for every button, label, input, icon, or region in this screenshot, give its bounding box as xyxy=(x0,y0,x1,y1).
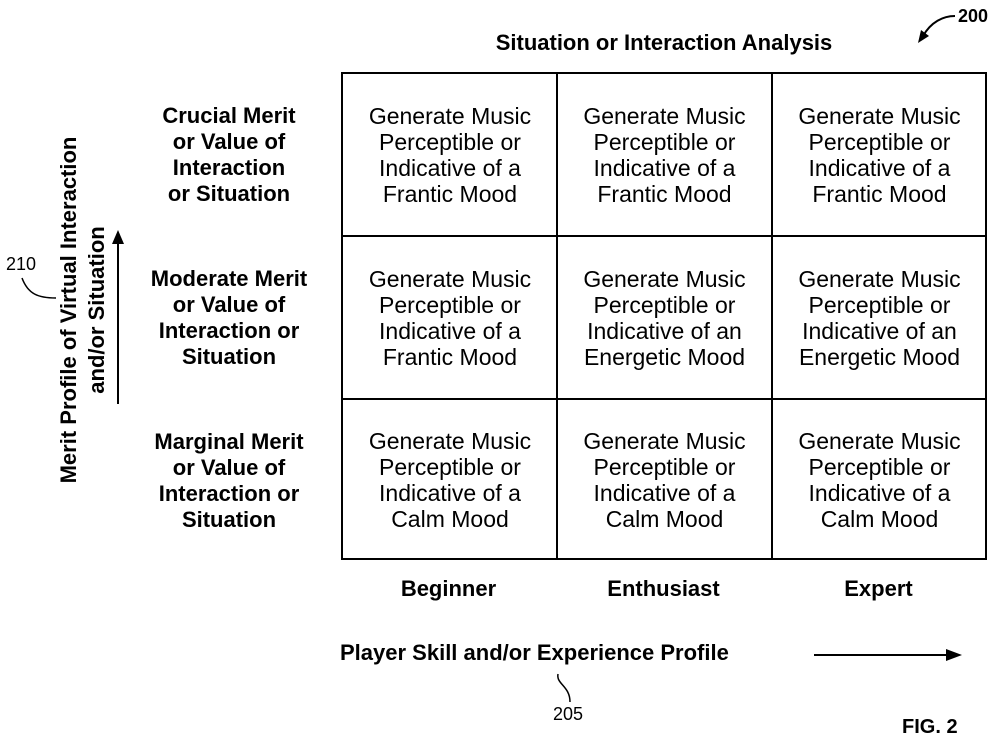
y-axis-title: Merit Profile of Virtual Interaction and… xyxy=(56,136,109,484)
matrix-cell-marginal-enthusiast: Generate Music Perceptible or Indicative… xyxy=(583,427,746,532)
reference-leader-icon xyxy=(21,277,57,299)
column-label-expert: Expert xyxy=(844,576,913,601)
matrix-cell-crucial-expert: Generate Music Perceptible or Indicative… xyxy=(798,103,961,207)
matrix-cell-marginal-beginner: Generate Music Perceptible or Indicative… xyxy=(368,427,532,532)
matrix-cell-crucial-beginner: Generate Music Perceptible or Indicative… xyxy=(368,103,532,207)
row-label-moderate: Moderate Merit or Value of Interaction o… xyxy=(150,266,308,369)
grid-divider xyxy=(343,235,985,237)
matrix-cell-moderate-beginner: Generate Music Perceptible or Indicative… xyxy=(368,265,532,370)
matrix-cell-marginal-expert: Generate Music Perceptible or Indicative… xyxy=(798,427,961,532)
row-label-marginal: Marginal Merit or Value of Interaction o… xyxy=(154,429,304,532)
grid-divider xyxy=(556,74,558,558)
x-axis-arrow-icon xyxy=(814,649,962,661)
figure-label: FIG. 2 xyxy=(902,716,958,738)
merit-skill-matrix: Generate Music Perceptible or Indicative… xyxy=(341,72,987,560)
y-axis-arrow-icon xyxy=(112,230,124,404)
reference-arrow-icon xyxy=(918,15,956,43)
column-label-enthusiast: Enthusiast xyxy=(607,576,720,601)
grid-divider xyxy=(343,398,985,400)
top-axis-title: Situation or Interaction Analysis xyxy=(495,30,833,55)
reference-leader-icon xyxy=(557,673,571,703)
matrix-cell-moderate-enthusiast: Generate Music Perceptible or Indicative… xyxy=(583,265,746,370)
x-axis-reference-205: 205 xyxy=(553,704,584,724)
figure-reference-200: 200 xyxy=(958,6,989,26)
column-label-beginner: Beginner xyxy=(400,576,497,601)
matrix-cell-moderate-expert: Generate Music Perceptible or Indicative… xyxy=(798,265,961,370)
matrix-cell-crucial-enthusiast: Generate Music Perceptible or Indicative… xyxy=(583,103,746,207)
grid-divider xyxy=(771,74,773,558)
row-label-crucial: Crucial Merit or Value of Interaction or… xyxy=(162,103,296,206)
x-axis-title: Player Skill and/or Experience Profile xyxy=(340,640,729,665)
y-axis-reference-210: 210 xyxy=(6,254,37,274)
